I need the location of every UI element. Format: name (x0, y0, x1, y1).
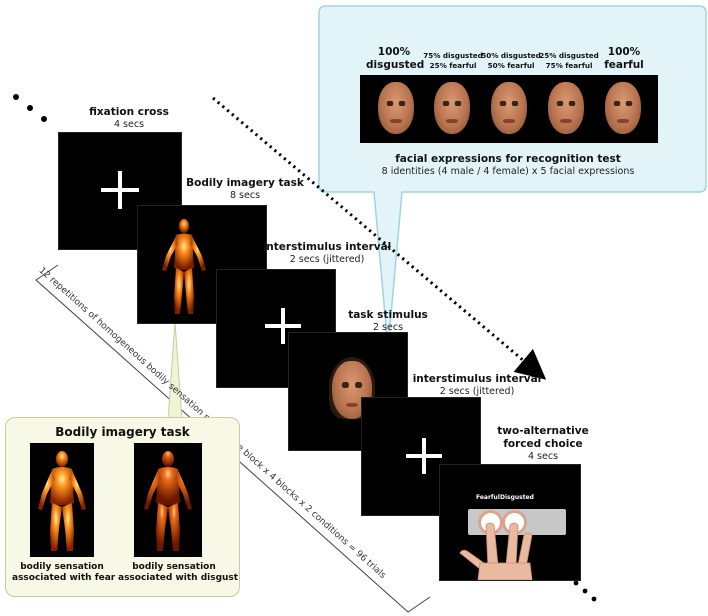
hand-icon (459, 522, 533, 580)
trailing-dot (582, 588, 588, 594)
head (56, 451, 68, 467)
label-title-line1: two-alternative (497, 425, 589, 437)
label-title: task stimulus (348, 309, 428, 321)
header-line: fearful (604, 59, 644, 71)
label-duration: 8 secs (229, 190, 261, 201)
left-arm (38, 470, 55, 510)
right-arm (175, 470, 192, 510)
left-leg (174, 268, 184, 314)
legend-connector (167, 321, 183, 421)
leading-dot (41, 116, 47, 122)
label-title: interstimulus interval (412, 373, 542, 385)
finger-ring (517, 532, 533, 568)
header-75-disgusted: 75% disgusted 25% fearful (422, 51, 484, 71)
label-fixation: fixation cross 4 secs (68, 106, 190, 131)
caption-line: bodily sensation (20, 562, 104, 572)
label-imagery: Bodily imagery task 8 secs (180, 177, 310, 202)
caption-line: bodily sensation (132, 562, 216, 572)
label-duration: 4 secs (527, 451, 559, 462)
fear-heatmap-icon (38, 451, 86, 551)
header-line: 50% disgusted (481, 51, 541, 60)
trailing-dot (573, 580, 579, 586)
body-heatmap-icon (162, 219, 206, 314)
header-line: 75% fearful (545, 61, 593, 70)
finger-middle (505, 522, 519, 566)
header-line: 25% fearful (429, 61, 477, 70)
imagery-legend-panel: Bodily imagery task (5, 417, 240, 597)
disgust-body-map (134, 443, 202, 557)
finger-little (459, 549, 485, 570)
caption-line: associated with disgust (118, 573, 239, 583)
label-duration: 2 secs (372, 322, 404, 333)
right-arm (69, 470, 86, 510)
screen-forced-choice: Fearful Disgusted (440, 465, 580, 580)
header-100-fearful: 100% fearful (596, 46, 652, 72)
header-50-disgusted: 50% disgusted 50% fearful (480, 51, 542, 71)
fear-caption: bodily sensation associated with fear (12, 562, 116, 584)
face-25-disgusted (548, 82, 584, 134)
leading-dot (27, 105, 33, 111)
face-75-disgusted (434, 82, 470, 134)
torso (156, 467, 180, 505)
fixation-cross-icon (406, 438, 442, 474)
label-duration: 2 secs (jittered) (439, 386, 515, 397)
header-line: 25% disgusted (539, 51, 599, 60)
key-label-fearful: Fearful (476, 494, 500, 501)
header-line: 50% fearful (487, 61, 535, 70)
head (162, 451, 174, 467)
header-100-disgusted: 100% disgusted (366, 46, 425, 72)
trailing-dot (591, 596, 597, 602)
left-leg (156, 503, 168, 551)
callout-title: facial expressions for recognition test (395, 153, 621, 165)
left-leg (50, 503, 62, 551)
legend-title-text: Bodily imagery task (55, 425, 190, 439)
right-leg (62, 503, 74, 551)
time-arrow (212, 96, 547, 380)
face-100-disgusted (378, 82, 414, 134)
face-50-disgusted (491, 82, 527, 134)
fixation-cross-icon (265, 308, 301, 344)
face-100-fearful (605, 82, 641, 134)
label-duration: 4 secs (113, 119, 145, 130)
caption-line: associated with fear (12, 573, 116, 583)
torso (174, 233, 194, 270)
fixation-cross-icon (101, 171, 139, 209)
label-stimulus: task stimulus 2 secs (338, 309, 438, 334)
header-line: disgusted (366, 59, 425, 71)
finger-index (485, 522, 499, 568)
header-line: 100% (377, 46, 411, 58)
fear-body-map (30, 443, 94, 557)
disgust-heatmap-icon (144, 451, 192, 551)
label-duration: 2 secs (jittered) (289, 254, 365, 265)
label-title: Bodily imagery task (186, 177, 304, 189)
label-title: fixation cross (89, 106, 169, 118)
left-arm (162, 236, 178, 271)
palm (477, 562, 533, 580)
label-isi-2: interstimulus interval 2 secs (jittered) (412, 373, 542, 398)
right-leg (168, 503, 180, 551)
header-line: 75% disgusted (423, 51, 483, 60)
torso (50, 467, 74, 505)
label-title-line2: forced choice (503, 438, 583, 450)
disgust-caption: bodily sensation associated with disgust (118, 562, 238, 584)
label-isi-1: interstimulus interval 2 secs (jittered) (262, 241, 392, 266)
header-25-disgusted: 25% disgusted 75% fearful (538, 51, 600, 71)
right-leg (184, 268, 194, 314)
key-label-disgusted: Disgusted (500, 494, 534, 501)
callout-caption: facial expressions for recognition test … (360, 153, 656, 178)
screen-task-stimulus (289, 333, 407, 450)
leading-dot (13, 94, 19, 100)
label-title: interstimulus interval (262, 241, 392, 253)
left-arm (144, 470, 161, 510)
right-arm (190, 236, 206, 271)
header-line: 100% (607, 46, 641, 58)
label-choice: two-alternative forced choice 4 secs (478, 425, 608, 463)
legend-title: Bodily imagery task (6, 425, 239, 440)
head (179, 219, 189, 233)
callout-subtitle: 8 identities (4 male / 4 female) x 5 fac… (381, 166, 635, 177)
